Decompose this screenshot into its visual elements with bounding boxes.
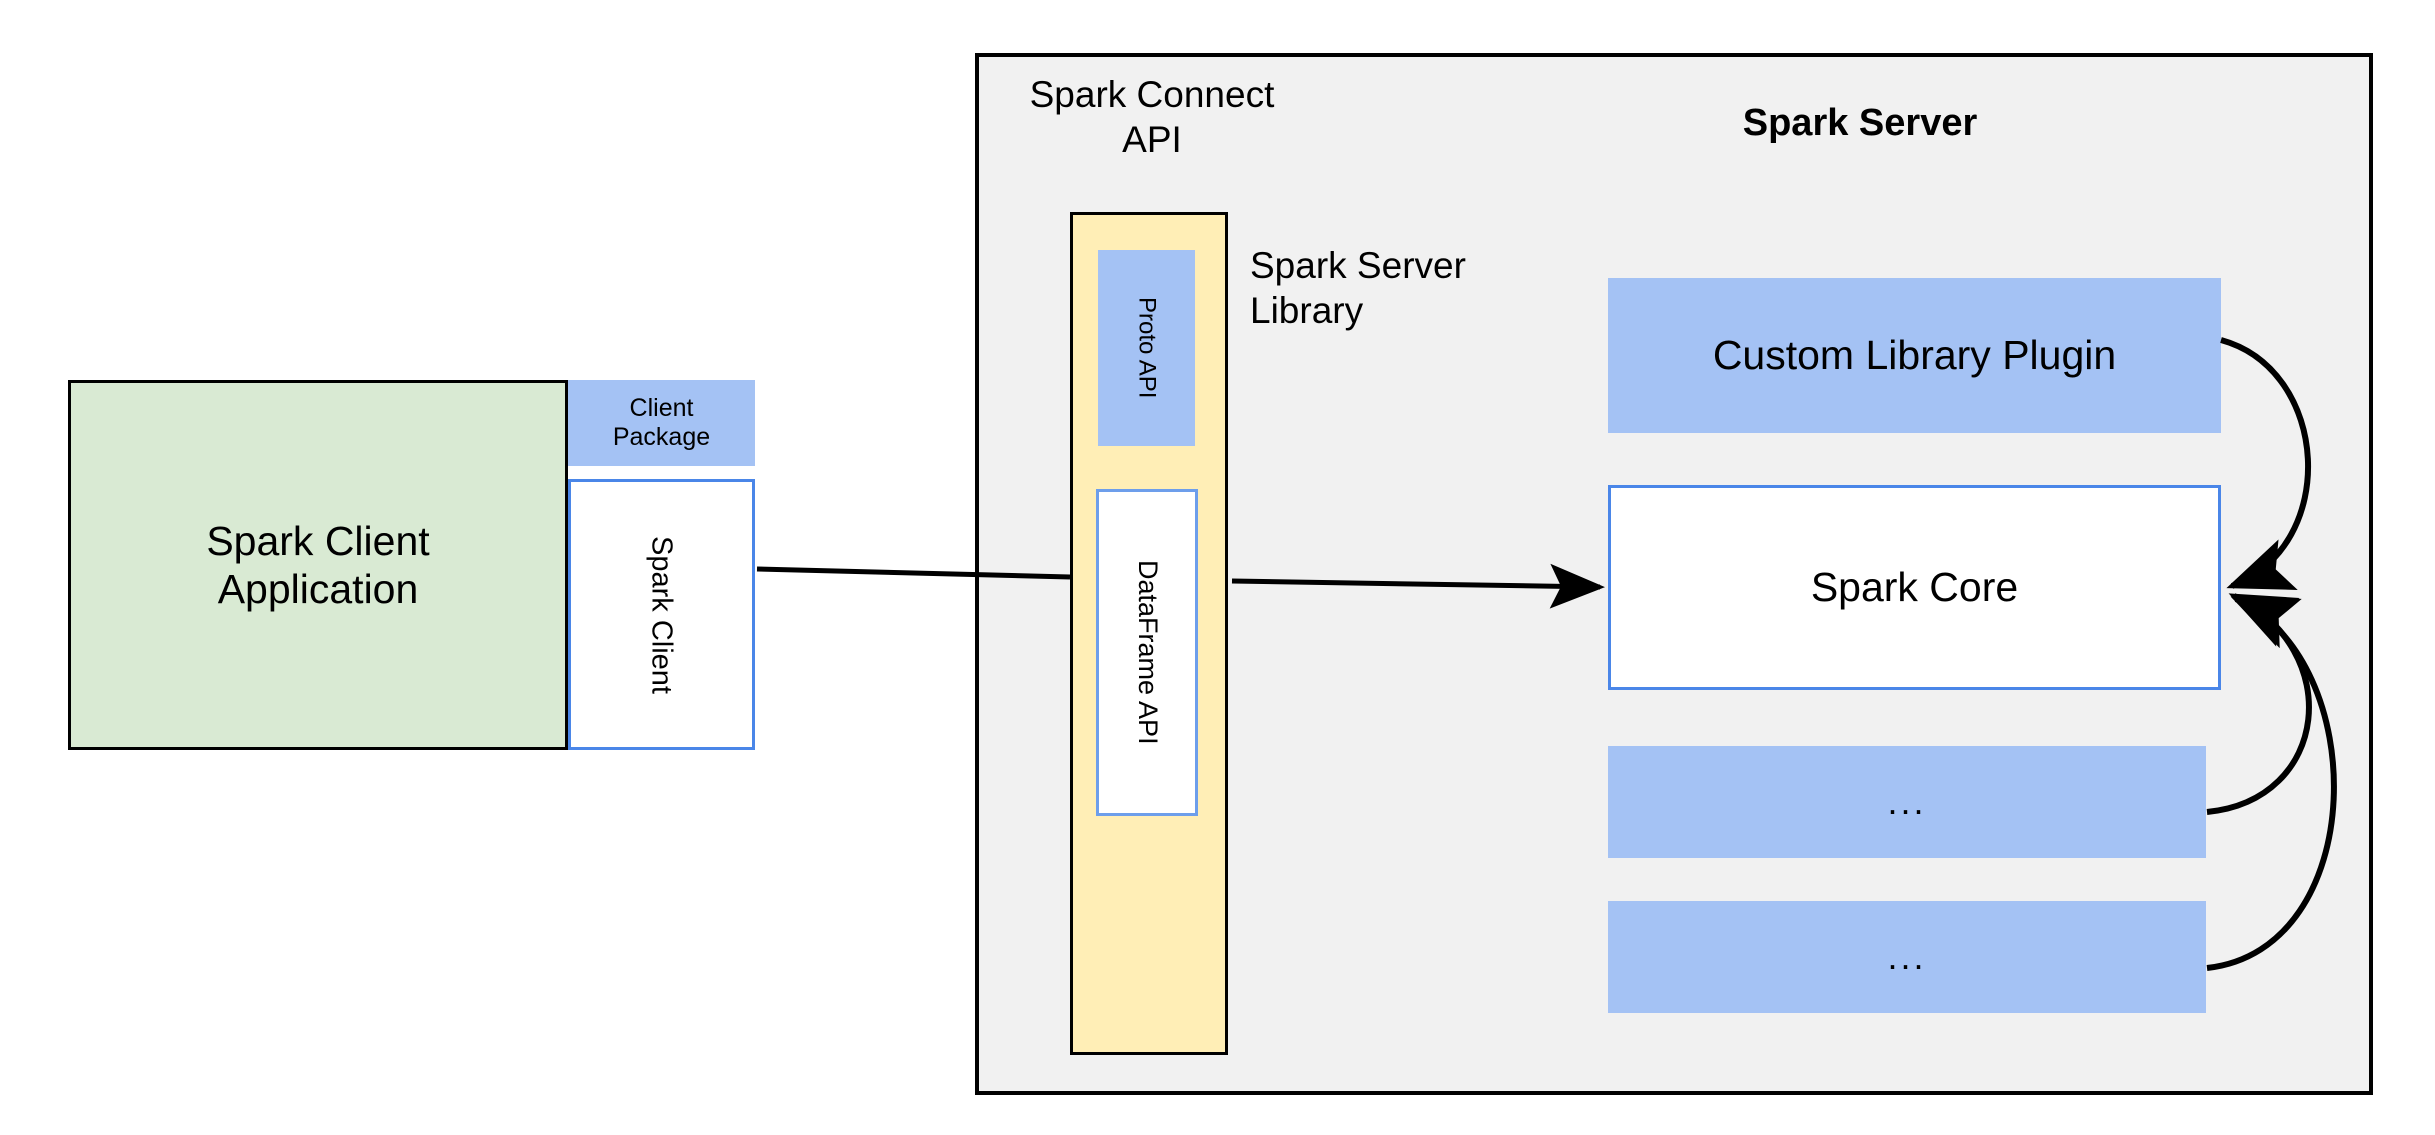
dataframe-api-label: DataFrame API <box>1132 560 1163 745</box>
dataframe-api-box[interactable]: DataFrame API <box>1096 489 1198 816</box>
client-package-label: Client Package <box>612 393 711 452</box>
proto-api-box[interactable]: Proto API <box>1098 250 1195 446</box>
spark-server-library-label: Spark Server Library <box>1250 245 1466 332</box>
server-component-ellipsis-1[interactable]: ... <box>1608 746 2206 858</box>
ellipsis-label-2: ... <box>1887 935 1927 977</box>
spark-connect-api-label: Spark Connect API <box>1029 74 1275 161</box>
spark-client-box[interactable]: Spark Client <box>568 479 755 750</box>
spark-core-label: Spark Core <box>1810 564 2019 611</box>
client-package-box[interactable]: Client Package <box>568 380 755 466</box>
proto-api-label: Proto API <box>1133 297 1161 399</box>
ellipsis-label-1: ... <box>1887 780 1927 822</box>
custom-library-plugin-label: Custom Library Plugin <box>1712 332 2117 379</box>
spark-client-application-box[interactable]: Spark Client Application <box>68 380 568 750</box>
spark-server-title: Spark Server <box>1742 102 1978 144</box>
spark-client-label: Spark Client <box>645 535 678 694</box>
custom-library-plugin-box[interactable]: Custom Library Plugin <box>1608 278 2221 433</box>
spark-client-application-label: Spark Client Application <box>206 517 430 612</box>
spark-core-box[interactable]: Spark Core <box>1608 485 2221 690</box>
server-component-ellipsis-2[interactable]: ... <box>1608 901 2206 1013</box>
